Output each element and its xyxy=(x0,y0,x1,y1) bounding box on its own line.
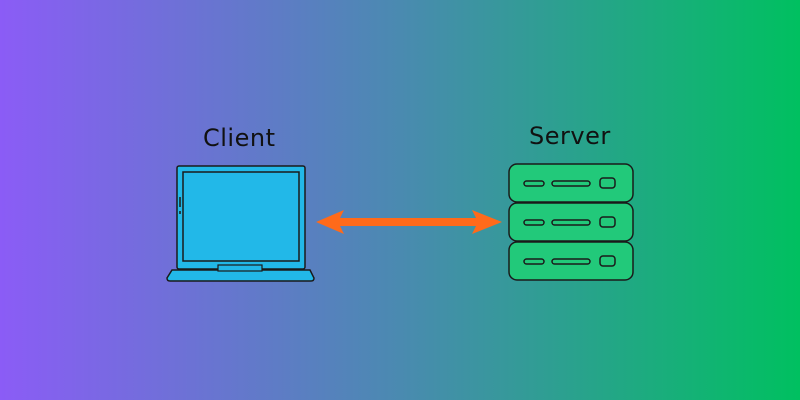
laptop-icon xyxy=(166,165,315,282)
server-slot-short xyxy=(523,180,545,187)
server-slot-long xyxy=(551,180,591,187)
laptop-screen-frame xyxy=(176,165,306,270)
server-slot-long xyxy=(551,258,591,265)
server-label: Server xyxy=(529,122,611,150)
client-label: Client xyxy=(203,124,276,152)
laptop-screen-display xyxy=(182,171,300,262)
arrow-shape xyxy=(316,210,502,234)
server-slot-short xyxy=(523,258,545,265)
server-slot-short xyxy=(523,219,545,226)
server-indicator xyxy=(599,216,616,228)
server-indicator xyxy=(599,255,616,267)
server-unit xyxy=(508,163,634,203)
server-unit xyxy=(508,241,634,281)
server-unit xyxy=(508,202,634,242)
server-indicator xyxy=(599,177,616,189)
server-rack-icon xyxy=(508,163,634,281)
laptop-hinge-notch xyxy=(217,264,263,272)
bidirectional-arrow xyxy=(316,210,502,234)
server-slot-long xyxy=(551,219,591,226)
laptop-base xyxy=(166,269,315,282)
